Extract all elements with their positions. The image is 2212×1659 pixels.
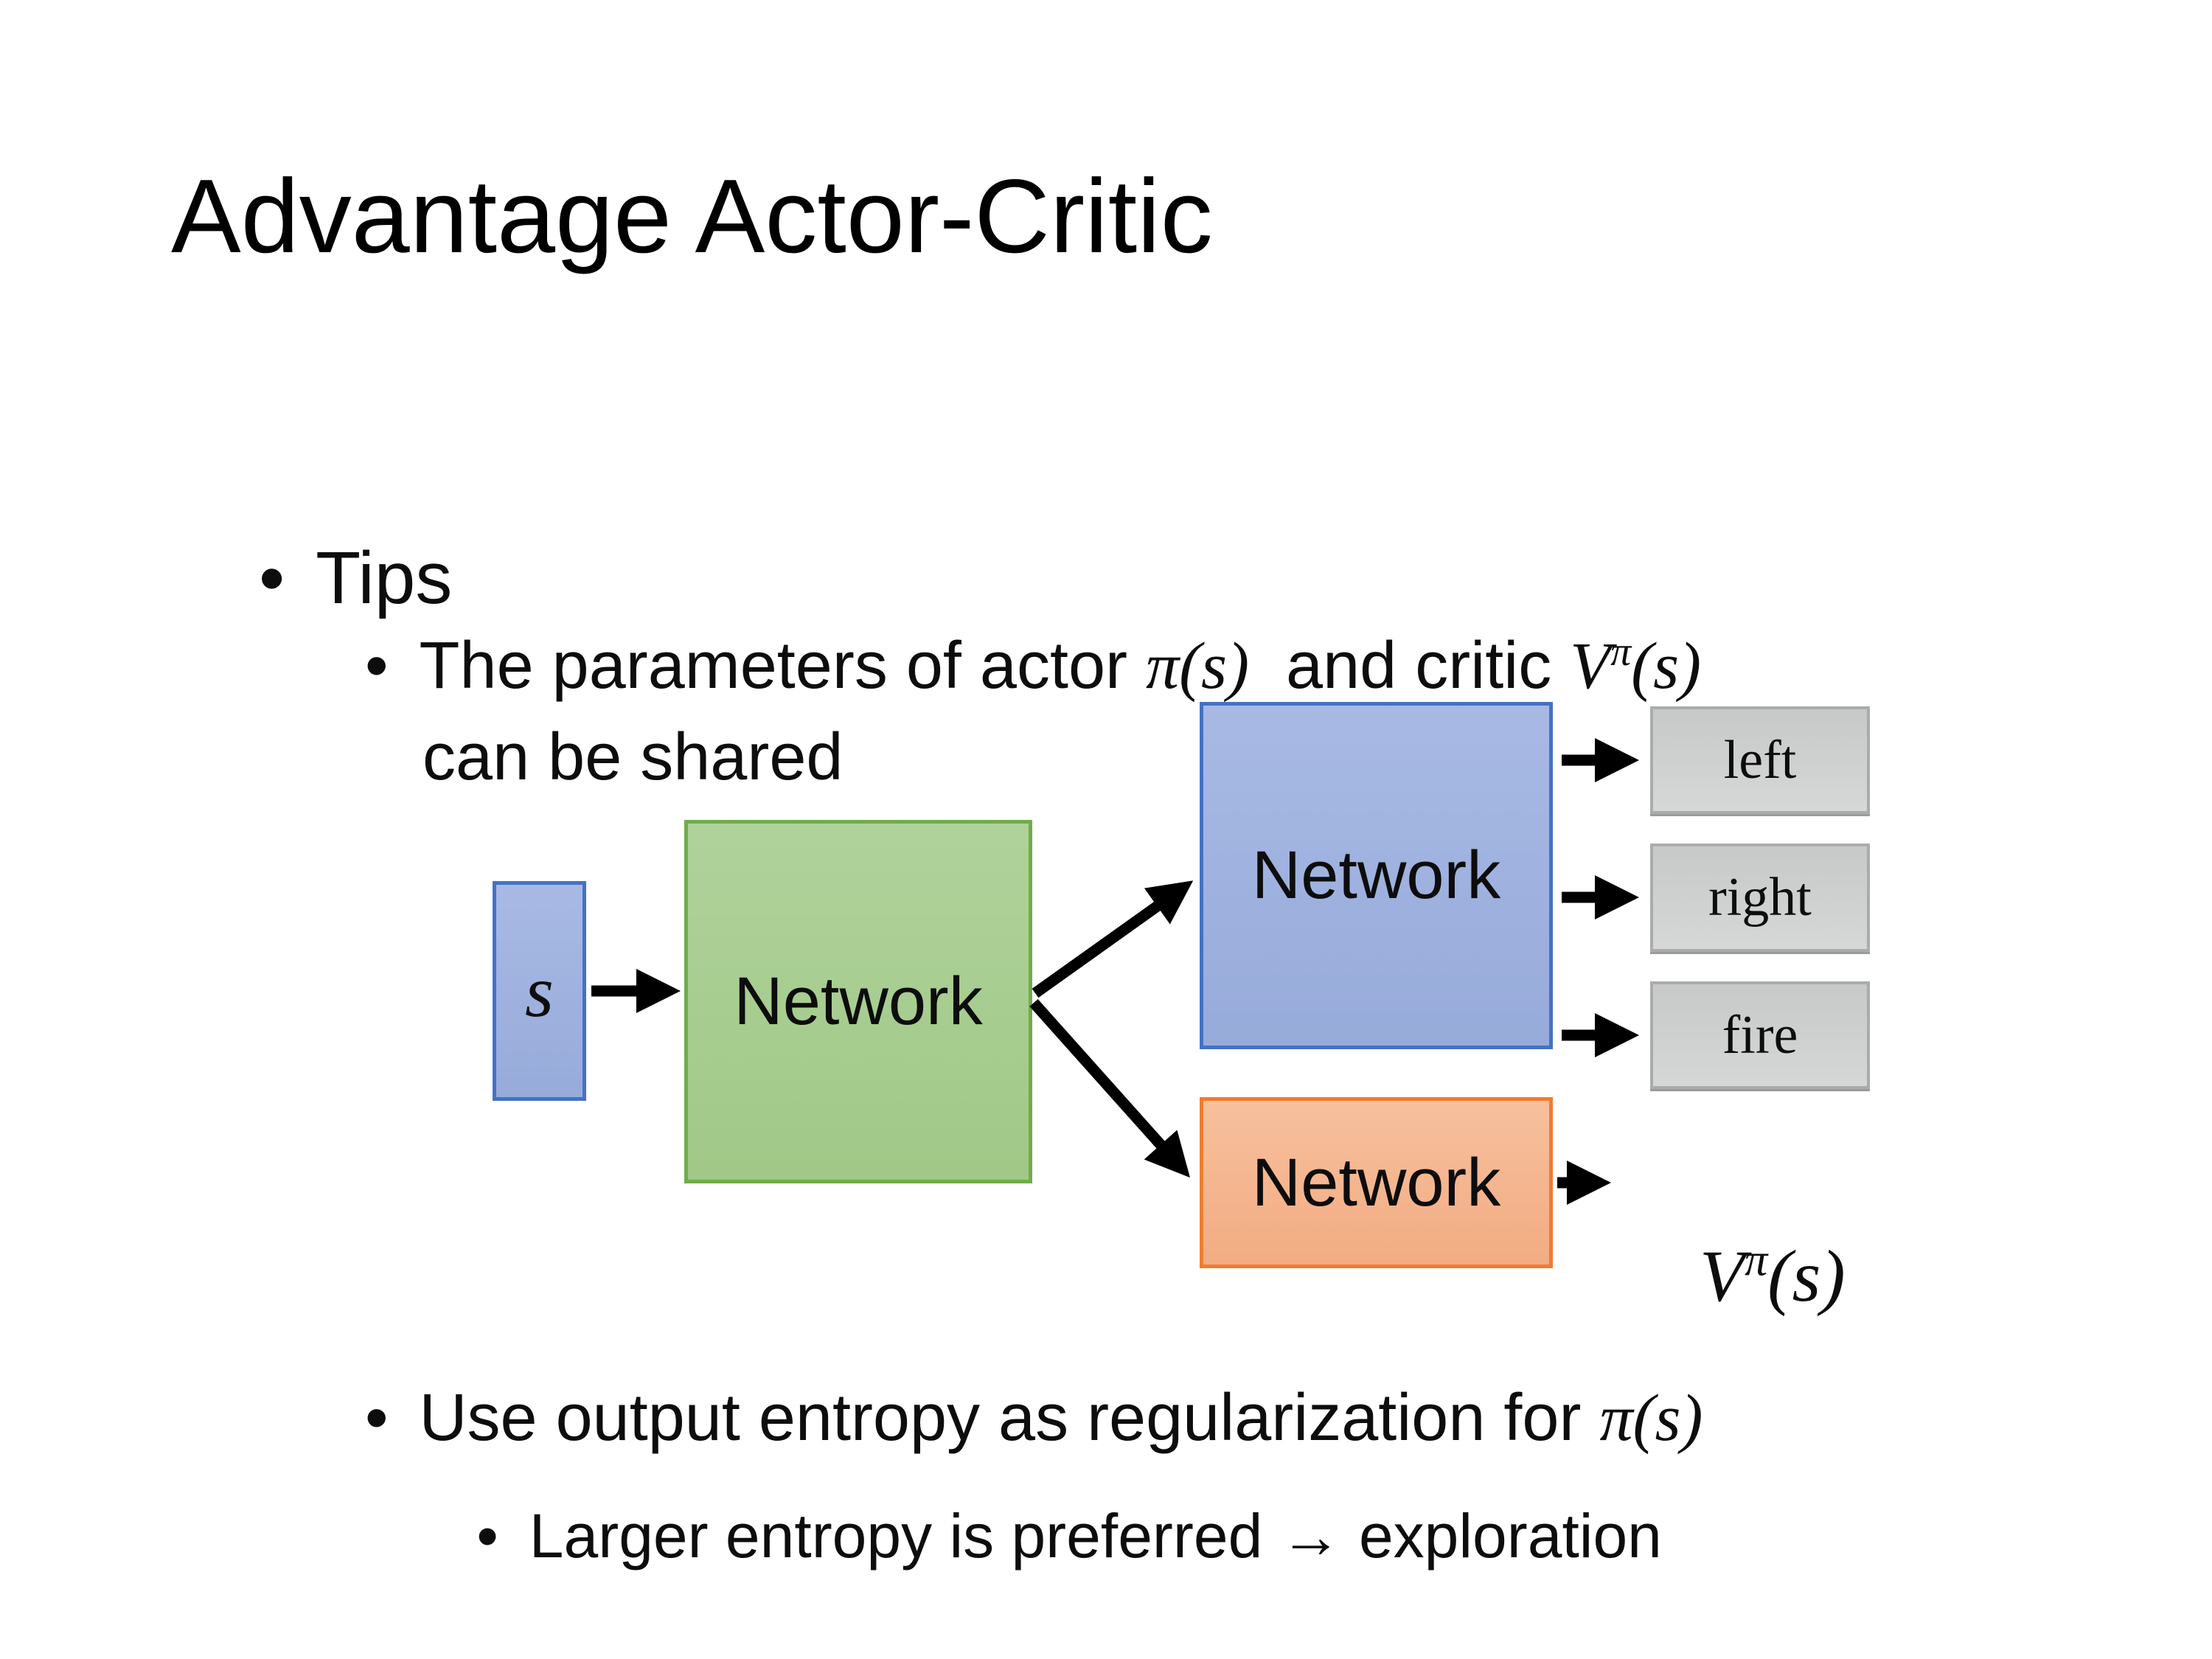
bullet-glyph: • [365, 628, 389, 703]
action-label-right: right [1708, 867, 1812, 928]
bullet-line-tips: • Tips [177, 451, 452, 706]
critic-output-label: Vπ(s) [1626, 1133, 1846, 1420]
actor-network-box: Network [1200, 702, 1553, 1049]
bullet-line-exploration: • Larger entropy is preferred → explorati… [408, 1429, 1662, 1643]
math-v: V [1570, 629, 1611, 703]
math-pi-s: π(s) [1145, 629, 1250, 703]
bullet-line-shared-params: • The parameters of actor π(s) and critic… [291, 552, 1701, 781]
bullet-glyph: • [365, 1380, 389, 1455]
math-v-sup-pi: π [1610, 628, 1632, 675]
bullet-line-entropy: • Use output entropy as regularization fo… [291, 1304, 1703, 1533]
math-pi-s: π(s) [1599, 1381, 1703, 1455]
tips-text: Tips [316, 537, 453, 619]
critic-network-box: Network [1200, 1097, 1553, 1268]
shared-network-label: Network [734, 964, 983, 1039]
exploration-text: Larger entropy is preferred → exploratio… [529, 1500, 1662, 1571]
shared-mid-text: and critic [1249, 628, 1571, 703]
action-box-left: left [1650, 706, 1870, 814]
math-v-args: (s) [1631, 629, 1702, 703]
page-title: Advantage Actor-Critic [171, 158, 1213, 275]
bullet-glyph: • [259, 537, 285, 619]
arrow-shared-to-critic [1029, 999, 1190, 1178]
bullet-line-shared-wrap: can be shared [349, 643, 843, 872]
state-box: s [493, 881, 586, 1101]
shared-network-box: Network [684, 820, 1032, 1183]
critic-output-sup-pi: π [1745, 1235, 1768, 1286]
actor-network-label: Network [1251, 838, 1501, 913]
bullet-glyph: • [476, 1500, 498, 1571]
action-box-fire: fire [1650, 981, 1870, 1089]
critic-network-label: Network [1251, 1144, 1501, 1220]
action-label-fire: fire [1722, 1004, 1798, 1065]
critic-output-v: V [1700, 1235, 1745, 1317]
entropy-pre-text: Use output entropy as regularization for [419, 1380, 1600, 1455]
state-label: s [525, 950, 554, 1032]
critic-output-args: (s) [1767, 1235, 1846, 1317]
math-v-pi-s: Vπ(s) [1570, 630, 1701, 703]
shared-pre-text: The parameters of actor [419, 628, 1146, 703]
shared-cont-text: can be shared [422, 720, 844, 794]
action-label-left: left [1723, 729, 1797, 790]
arrow-shared-to-actor [1032, 880, 1194, 998]
action-box-right: right [1650, 844, 1870, 952]
